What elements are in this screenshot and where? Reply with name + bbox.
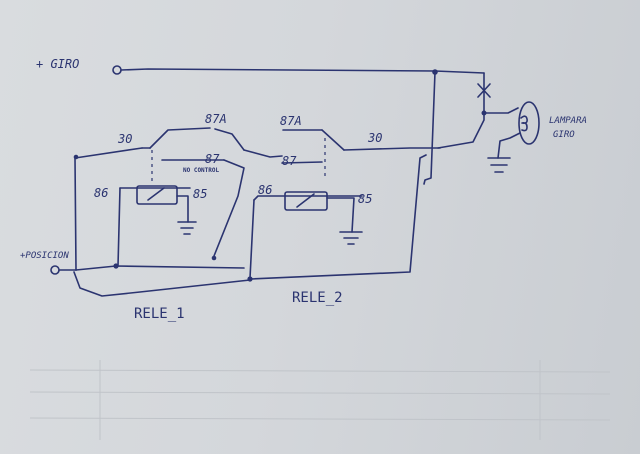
no-control-label: NO CONTROL [183, 167, 220, 174]
giro-label: + GIRO [36, 57, 79, 71]
relay-2 [243, 129, 441, 282]
lampara-label-giro: GIRO [553, 130, 575, 140]
relay-1 [73, 127, 245, 271]
labels: + GIRO +POSICION LAMPARA GIRO 30 87A 87 … [20, 57, 587, 322]
relay2-terminal-86: 86 [258, 183, 272, 197]
relay1-terminal-85: 85 [193, 187, 207, 201]
relay1-title: RELE_1 [134, 306, 185, 322]
lampara-label: LAMPARA [549, 116, 587, 126]
relay2-terminal-30: 30 [367, 131, 382, 145]
relay2-title: RELE_2 [292, 290, 343, 306]
relay1-terminal-87a: 87A [205, 112, 227, 126]
giro-wire [112, 65, 485, 185]
posicion-label: +POSICION [20, 251, 69, 261]
relay1-terminal-86: 86 [94, 186, 108, 200]
relay1-terminal-30: 30 [117, 132, 132, 146]
posicion-wire [50, 265, 251, 297]
paper-bleed-lines [29, 360, 611, 440]
relay2-terminal-87: 87 [282, 154, 297, 168]
flasher-lamp-circuit [437, 72, 540, 173]
relay2-terminal-85: 85 [358, 192, 372, 206]
relay2-terminal-87a: 87A [280, 114, 302, 128]
relay1-terminal-87: 87 [205, 152, 220, 166]
